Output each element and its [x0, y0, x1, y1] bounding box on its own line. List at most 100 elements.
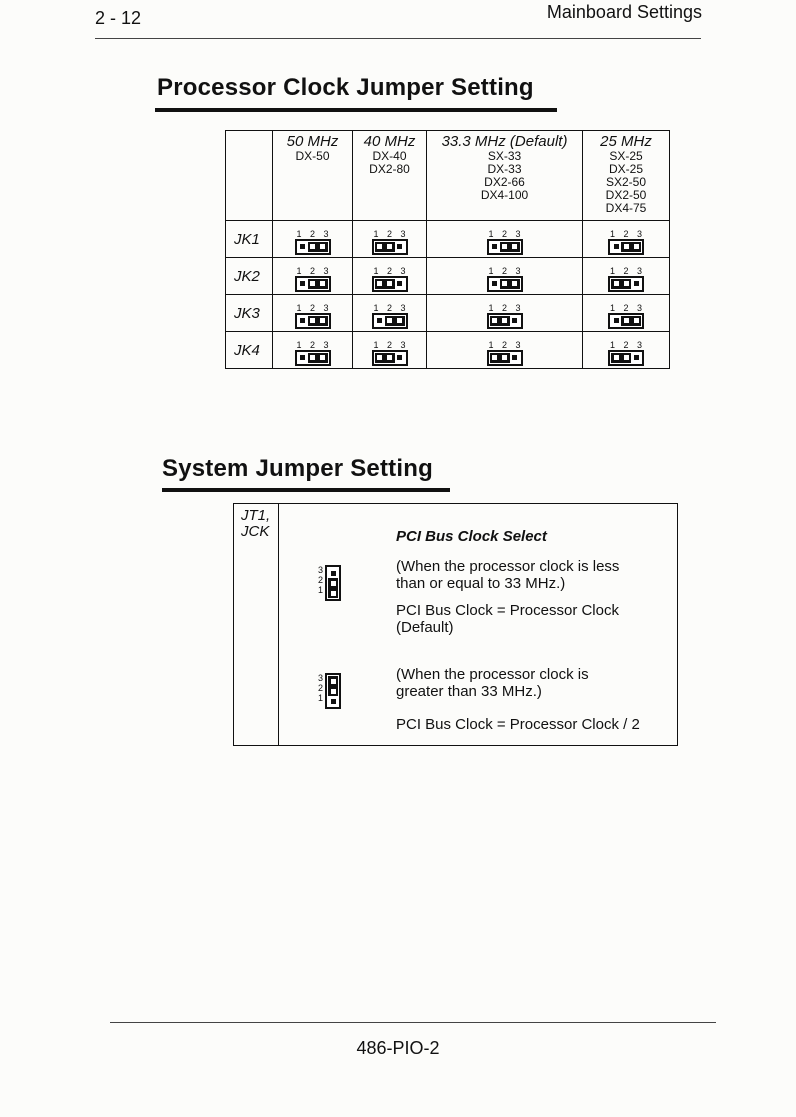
- pin-numbers: 1 2 3: [488, 339, 524, 350]
- option2-condition-line1: (When the processor clock is: [396, 666, 589, 683]
- jumper-diagram: 1 2 3: [485, 229, 523, 255]
- jumper-diagram: 1 2 3: [607, 340, 645, 366]
- capped-pin: [384, 241, 395, 252]
- jumper-pins: [294, 275, 331, 292]
- cpu-type: DX-25: [608, 162, 643, 176]
- table-row: JK2 1 2 3 1 2 3 1 2 3 1 2 3: [225, 257, 670, 295]
- jumper-row-label: JK3: [225, 294, 273, 332]
- open-pin: [328, 696, 338, 706]
- capped-pin: [384, 278, 395, 289]
- capped-pin: [499, 241, 510, 252]
- jumper-row-label: JK2: [225, 257, 273, 295]
- capped-pin: [328, 676, 339, 686]
- jumper-diagram: 1 2 3: [485, 266, 523, 292]
- jumper-cell: 1 2 3: [426, 294, 583, 332]
- open-pin: [298, 279, 308, 289]
- option1-condition-line1: (When the processor clock is less: [396, 558, 620, 575]
- pin-numbers: 1 2 3: [488, 228, 524, 239]
- system-jumper-box: [233, 503, 678, 746]
- option1-condition-line2: than or equal to 33 MHz.): [396, 575, 566, 592]
- option2-result-line1: PCI Bus Clock = Processor Clock / 2: [396, 716, 640, 733]
- pin-numbers: 1 2 3: [296, 302, 332, 313]
- open-pin: [298, 316, 308, 326]
- open-pin: [490, 242, 500, 252]
- capped-pin: [317, 315, 328, 326]
- pin-numbers: 1 2 3: [296, 228, 332, 239]
- pin-numbers: 1 2 3: [488, 265, 524, 276]
- jumper-diagram: 1 2 3: [370, 266, 408, 292]
- pin-numbers: 1 2 3: [296, 339, 332, 350]
- cpu-type: DX4-100: [480, 188, 529, 202]
- pin-numbers: 1 2 3: [296, 265, 332, 276]
- jumper-diagram: 1 2 3: [293, 229, 331, 255]
- capped-pin: [499, 278, 510, 289]
- jumper-pins: [371, 349, 408, 366]
- jumper-cell: 1 2 3: [582, 331, 670, 369]
- pin-numbers: 1 2 3: [609, 302, 646, 313]
- open-pin: [510, 353, 520, 363]
- pin-numbers: 1 2 3: [373, 339, 409, 350]
- jumper-label-line1: JT1,: [241, 507, 271, 524]
- pin-numbers: 1 2 3: [609, 339, 646, 350]
- jumper-cell: 1 2 3: [352, 220, 427, 258]
- column-header: 40 MHz DX-40 DX2-80: [352, 130, 427, 221]
- capped-pin: [611, 278, 621, 289]
- jumper-pins: [294, 312, 331, 329]
- capped-pin: [621, 352, 631, 363]
- open-pin: [298, 353, 308, 363]
- cpu-type: DX-50: [295, 149, 330, 163]
- cpu-type: SX-33: [487, 149, 522, 163]
- pin-numbers: 1 2 3: [609, 265, 646, 276]
- jumper-pins: [294, 349, 331, 366]
- header-rule: [95, 38, 701, 39]
- system-jumper-title: System Jumper Setting: [162, 455, 433, 482]
- open-pin: [395, 242, 405, 252]
- table-header-row: 50 MHz DX-50 40 MHz DX-40 DX2-80 33.3 MH…: [225, 130, 670, 221]
- capped-pin: [489, 352, 500, 363]
- cpu-type: DX2-50: [605, 188, 647, 202]
- capped-pin: [621, 241, 631, 252]
- capped-pin: [621, 278, 631, 289]
- capped-pin: [631, 315, 641, 326]
- jumper-pins: [371, 238, 408, 255]
- capped-pin: [509, 278, 520, 289]
- jumper-pins: [486, 238, 523, 255]
- pin-label: 1: [318, 693, 324, 703]
- open-pin: [611, 316, 621, 326]
- column-frequency: 25 MHz: [600, 133, 652, 150]
- jumper-pins: [608, 312, 644, 329]
- jumper-diagram: 1 2 3: [485, 303, 523, 329]
- capped-pin: [328, 686, 339, 696]
- capped-pin: [317, 241, 328, 252]
- cpu-type: DX-33: [487, 162, 522, 176]
- jumper-cell: 1 2 3: [272, 331, 353, 369]
- cpu-type: SX2-50: [605, 175, 647, 189]
- jumper-cell: 1 2 3: [352, 257, 427, 295]
- jumper-cell: 1 2 3: [426, 257, 583, 295]
- cpu-type: DX4-75: [605, 201, 647, 215]
- jumper-diagram: 1 2 3: [293, 340, 331, 366]
- jumper-pins: [294, 238, 331, 255]
- pin-numbers: 1 2 3: [488, 302, 524, 313]
- jumper-diagram: 1 2 3: [485, 340, 523, 366]
- jumper-diagram: 1 2 3: [607, 266, 645, 292]
- capped-pin: [384, 352, 395, 363]
- capped-pin: [307, 278, 318, 289]
- processor-clock-title: Processor Clock Jumper Setting: [157, 74, 534, 101]
- column-header: 25 MHz SX-25 DX-25 SX2-50 DX2-50 DX4-75: [582, 130, 670, 221]
- open-pin: [328, 568, 338, 578]
- jumper-pins: [608, 275, 644, 292]
- capped-pin: [317, 352, 328, 363]
- chapter-title: Mainboard Settings: [546, 2, 702, 22]
- capped-pin: [374, 278, 385, 289]
- cpu-type: DX2-80: [369, 162, 410, 176]
- capped-pin: [611, 352, 621, 363]
- open-pin: [510, 316, 520, 326]
- jumper-pins: [608, 238, 644, 255]
- system-jumper-title-underline: [162, 488, 450, 492]
- jumper-label: JT1, JCK: [241, 508, 270, 540]
